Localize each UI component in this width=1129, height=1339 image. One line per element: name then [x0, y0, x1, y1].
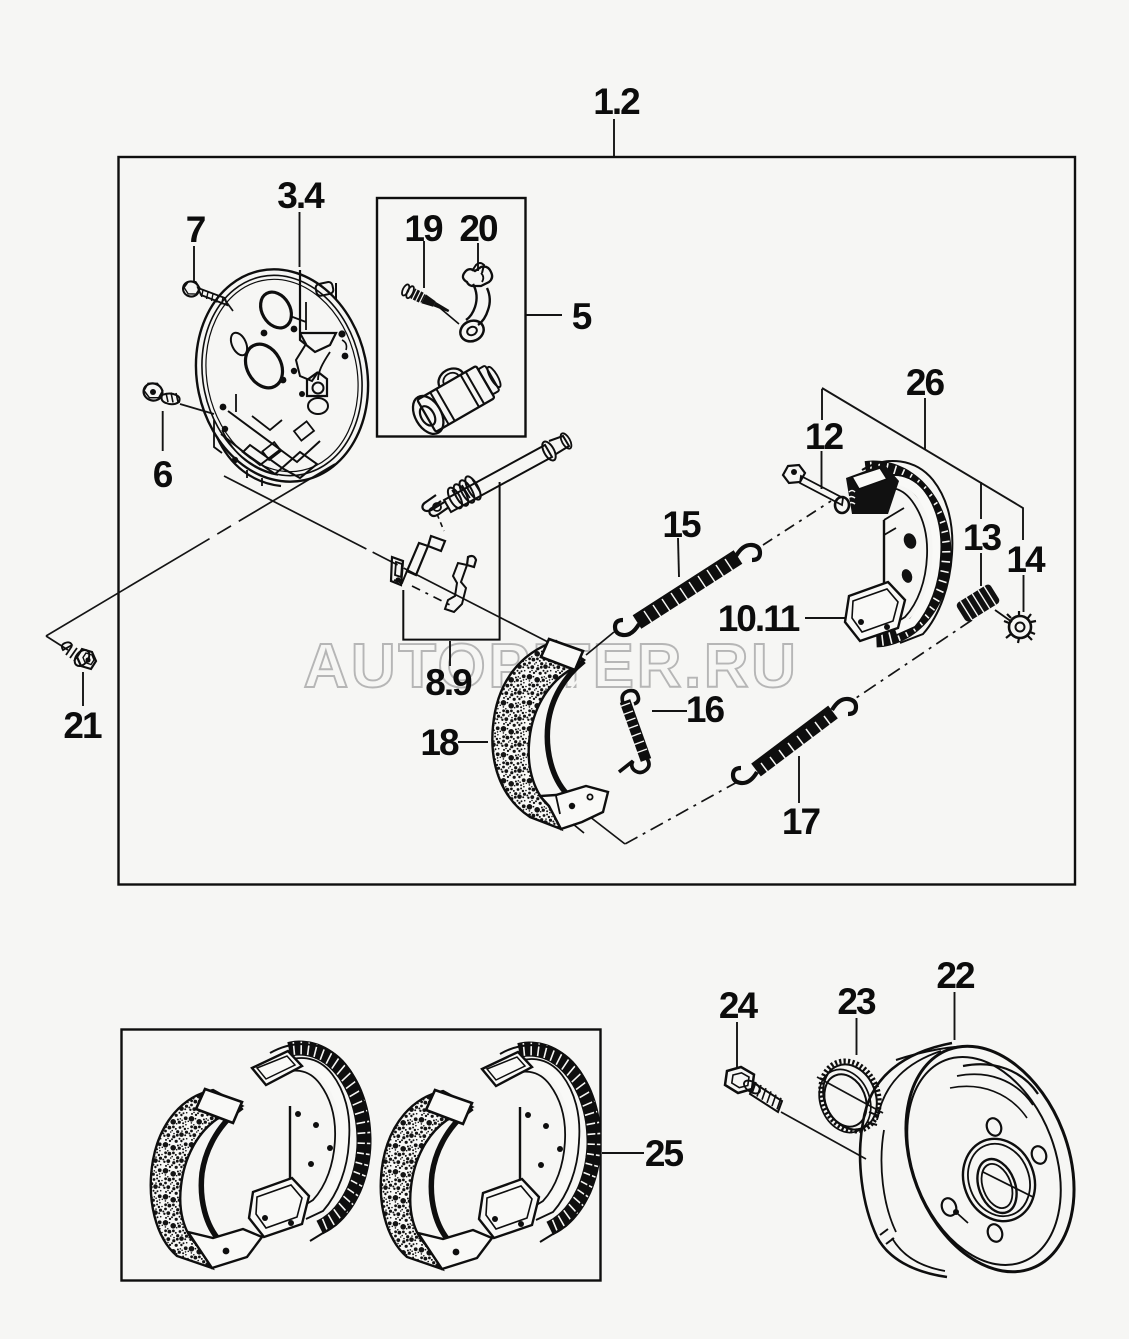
svg-text:18: 18 — [420, 722, 459, 763]
svg-text:24: 24 — [719, 985, 759, 1026]
svg-text:8.9: 8.9 — [425, 662, 472, 703]
svg-text:7: 7 — [186, 209, 205, 250]
svg-text:5: 5 — [572, 296, 592, 337]
svg-text:22: 22 — [936, 955, 975, 996]
svg-text:3.4: 3.4 — [277, 175, 325, 216]
svg-text:14: 14 — [1006, 539, 1046, 580]
svg-text:23: 23 — [837, 981, 876, 1022]
svg-text:21: 21 — [63, 705, 102, 746]
svg-text:20: 20 — [459, 208, 498, 249]
svg-text:17: 17 — [782, 801, 820, 842]
svg-text:16: 16 — [686, 689, 725, 730]
svg-text:10.11: 10.11 — [718, 598, 800, 639]
svg-text:12: 12 — [805, 416, 844, 457]
svg-text:25: 25 — [645, 1133, 684, 1174]
svg-text:6: 6 — [153, 454, 173, 495]
svg-text:19: 19 — [404, 208, 443, 249]
svg-text:13: 13 — [963, 517, 1002, 558]
svg-text:15: 15 — [662, 504, 701, 545]
svg-text:1.2: 1.2 — [593, 81, 640, 122]
svg-text:26: 26 — [906, 362, 945, 403]
